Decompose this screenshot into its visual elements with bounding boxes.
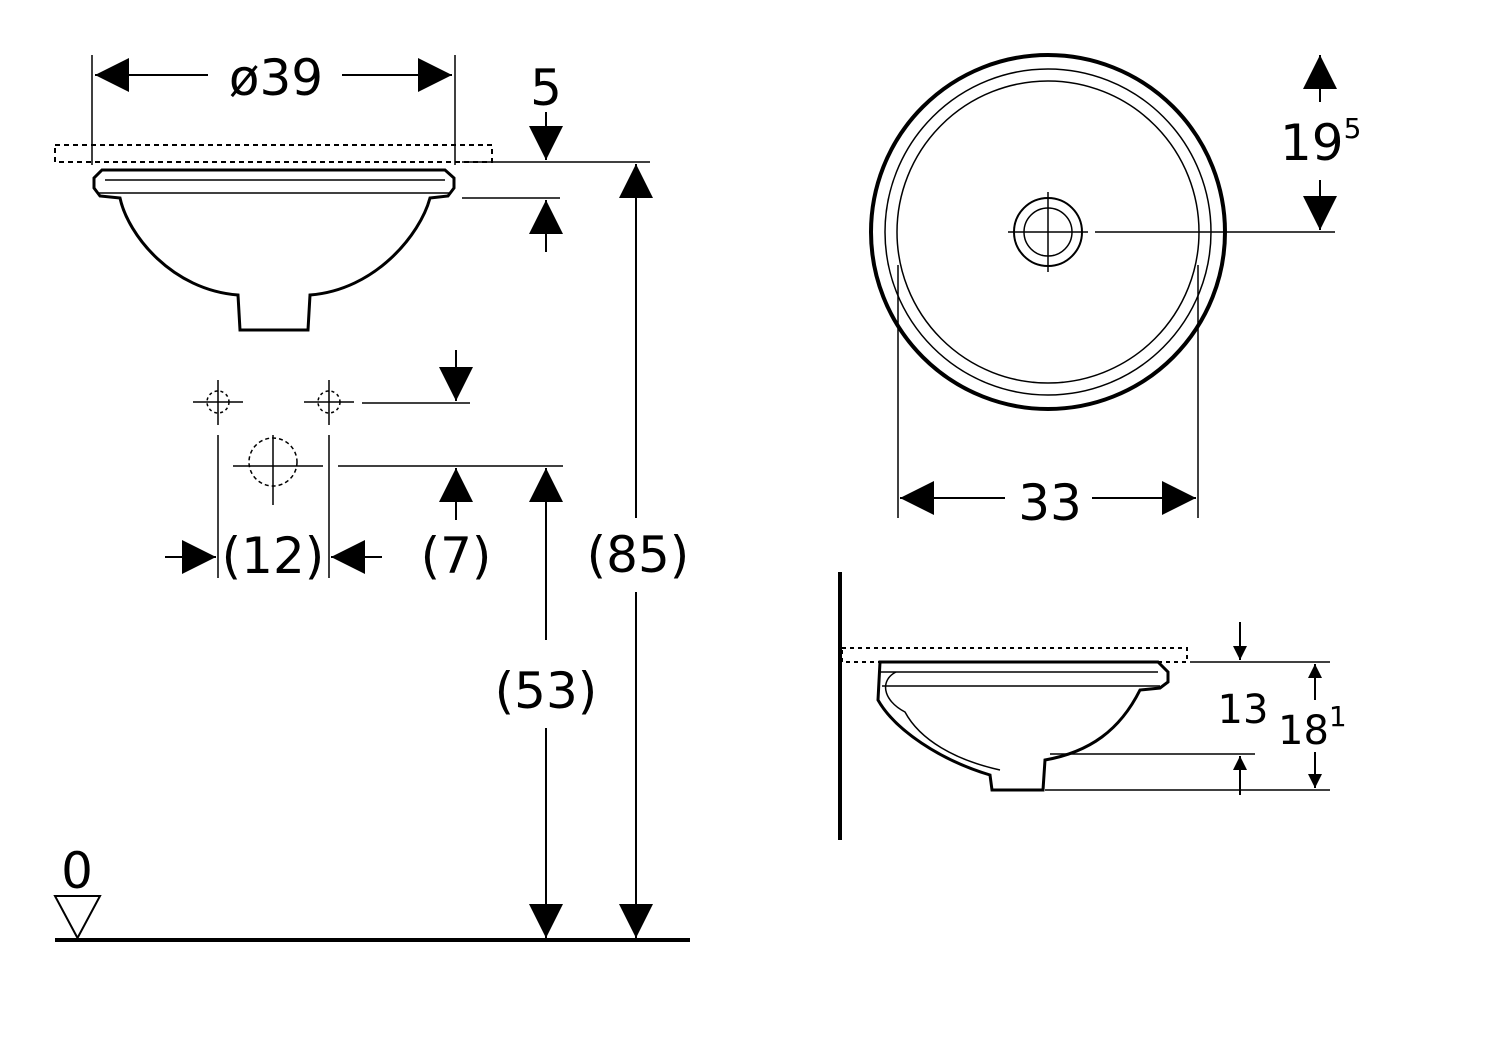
basin-outline xyxy=(92,168,456,332)
dimension-label-rim-thickness: 5 xyxy=(530,59,562,117)
dimension-label-front-width: ø39 xyxy=(229,49,323,107)
dimension-label-inner-width: 33 xyxy=(1018,474,1082,532)
dimension-label-top-drain-offset: 195 xyxy=(1280,112,1361,172)
side-basin-outline xyxy=(876,660,1170,792)
front-view xyxy=(54,55,493,332)
dimension-label-tap-spacing: (12) xyxy=(222,527,325,585)
dimension-label-rim-height: (85) xyxy=(587,526,690,584)
top-view xyxy=(869,53,1335,518)
floor-level-label: 0 xyxy=(61,842,93,900)
side-view xyxy=(838,572,1330,840)
dimension-tap-offset xyxy=(338,350,563,520)
dimension-label-total-depth: 181 xyxy=(1278,700,1347,754)
dimension-label-drain-height: (53) xyxy=(495,662,598,720)
tap-holes xyxy=(193,380,354,578)
countertop-outline xyxy=(841,647,1188,663)
dimension-label-tap-offset: (7) xyxy=(421,527,492,585)
floor-level-triangle xyxy=(53,895,102,941)
countertop-outline xyxy=(54,144,493,163)
side-overflow-line xyxy=(885,671,1001,771)
dimension-rim-thickness xyxy=(462,112,650,252)
dimension-label-bowl-depth: 13 xyxy=(1218,687,1269,733)
